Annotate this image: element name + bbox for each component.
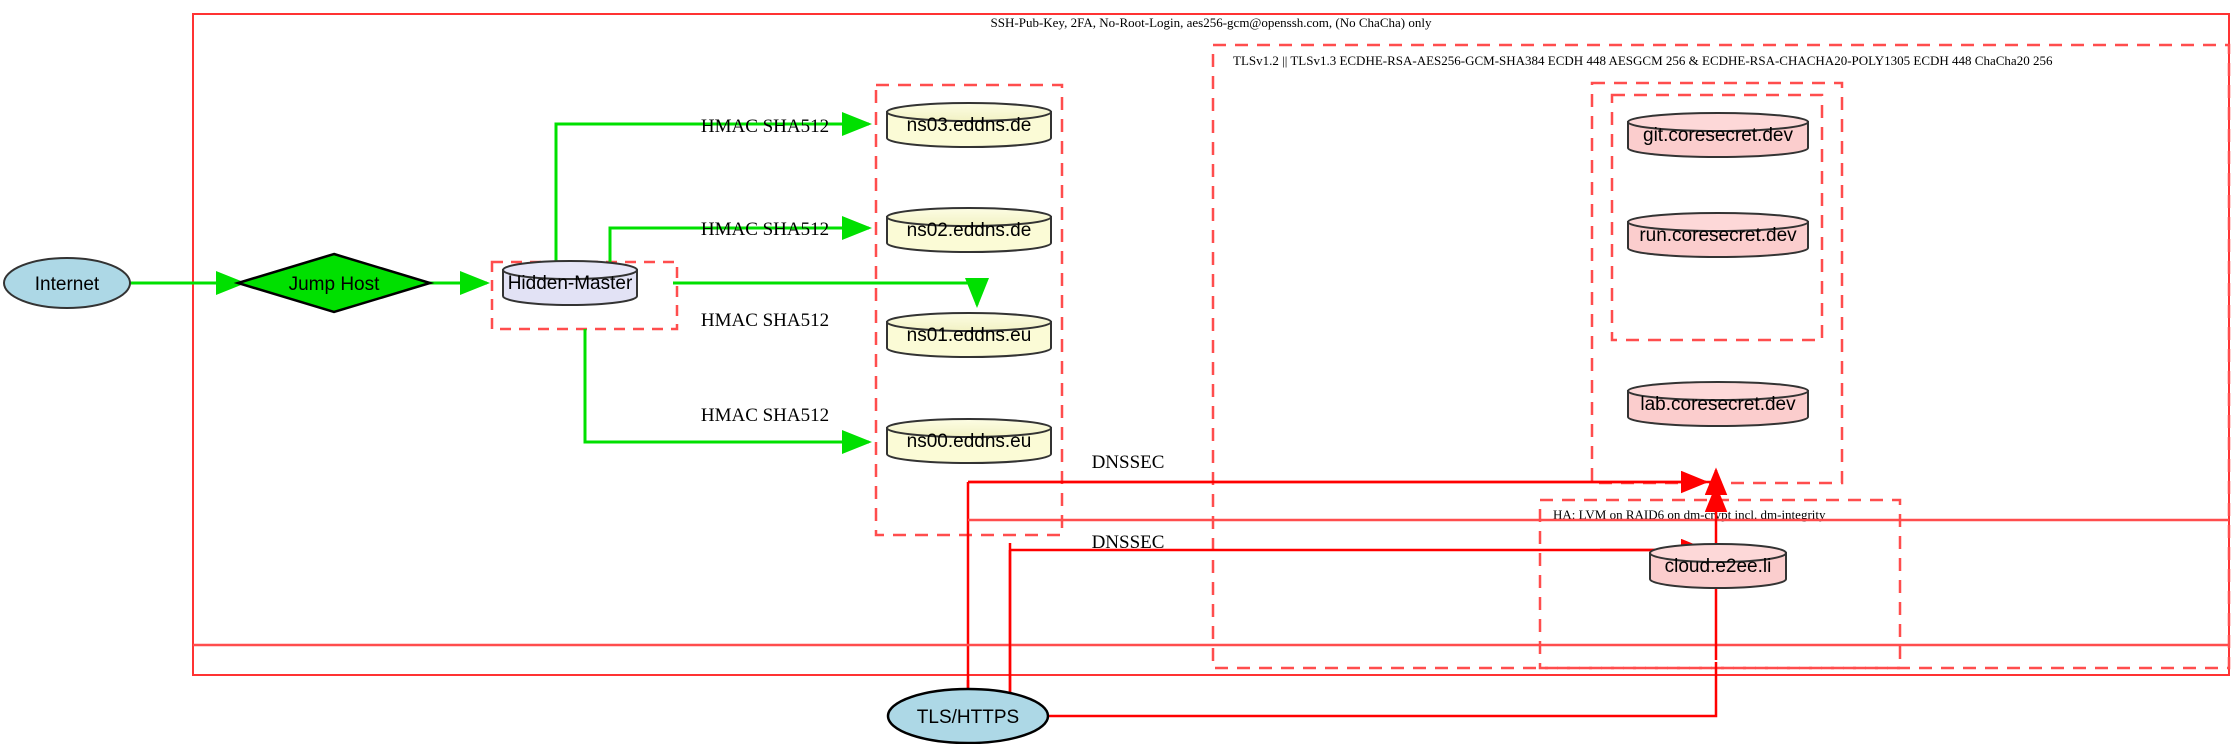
- zone-ssh-box: [192, 13, 2230, 676]
- node-ns02-label: ns02.eddns.de: [907, 220, 1032, 241]
- edge-hiddenmaster-ns01: [673, 278, 989, 308]
- edge-hiddenmaster-ns02: [608, 216, 872, 266]
- zone-ssh-label: SSH-Pub-Key, 2FA, No-Root-Login, aes256-…: [991, 15, 1432, 30]
- node-cloud-label: cloud.e2ee.li: [1665, 556, 1772, 577]
- node-ns03[interactable]: ns03.eddns.de: [886, 102, 1052, 148]
- zone-nameservers: [874, 83, 1064, 537]
- node-jump-host[interactable]: Jump Host: [233, 252, 435, 314]
- node-hidden-master-label: Hidden-Master: [508, 273, 633, 294]
- edge-label-dnssec-upper: DNSSEC: [1092, 452, 1165, 473]
- edge-label-hmac-ns03: HMAC SHA512: [701, 116, 829, 137]
- zone-tls-label: TLSv1.2 || TLSv1.3 ECDHE-RSA-AES256-GCM-…: [1233, 53, 2053, 68]
- node-tls-https-label: TLS/HTTPS: [917, 707, 1019, 728]
- edge-hiddenmaster-ns00: [583, 329, 872, 454]
- zone-ha-label: HA: LVM on RAID6 on dm-crypt incl. dm-in…: [1553, 507, 1826, 522]
- node-ns01-label: ns01.eddns.eu: [907, 325, 1032, 346]
- node-lab-label: lab.coresecret.dev: [1640, 394, 1796, 415]
- node-tls-https[interactable]: TLS/HTTPS: [886, 687, 1050, 744]
- edge-hiddenmaster-ns03: [554, 112, 872, 262]
- node-internet-label: Internet: [35, 274, 100, 295]
- edge-tlshttps-right: [1030, 662, 1718, 718]
- node-run-coresecret[interactable]: run.coresecret.dev: [1627, 212, 1809, 258]
- node-ns00[interactable]: ns00.eddns.eu: [886, 418, 1052, 464]
- node-jump-host-label: Jump Host: [289, 274, 381, 295]
- node-ns03-label: ns03.eddns.de: [907, 115, 1032, 136]
- node-cloud-e2ee[interactable]: cloud.e2ee.li: [1649, 543, 1787, 589]
- node-hidden-master[interactable]: Hidden-Master: [502, 260, 638, 306]
- node-git-coresecret[interactable]: git.coresecret.dev: [1627, 112, 1809, 158]
- edge-label-hmac-ns01: HMAC SHA512: [701, 310, 829, 331]
- node-git-label: git.coresecret.dev: [1643, 125, 1793, 146]
- node-lab-coresecret[interactable]: lab.coresecret.dev: [1627, 381, 1809, 427]
- node-run-label: run.coresecret.dev: [1639, 225, 1797, 246]
- node-ns02[interactable]: ns02.eddns.de: [886, 207, 1052, 253]
- zone-coresecret-inner: [1610, 93, 1824, 342]
- edge-label-dnssec-lower: DNSSEC: [1092, 532, 1165, 553]
- edge-label-hmac-ns02: HMAC SHA512: [701, 219, 829, 240]
- node-ns01[interactable]: ns01.eddns.eu: [886, 312, 1052, 358]
- edge-label-hmac-ns00: HMAC SHA512: [701, 405, 829, 426]
- node-internet[interactable]: Internet: [3, 257, 131, 309]
- node-ns00-label: ns00.eddns.eu: [907, 431, 1032, 452]
